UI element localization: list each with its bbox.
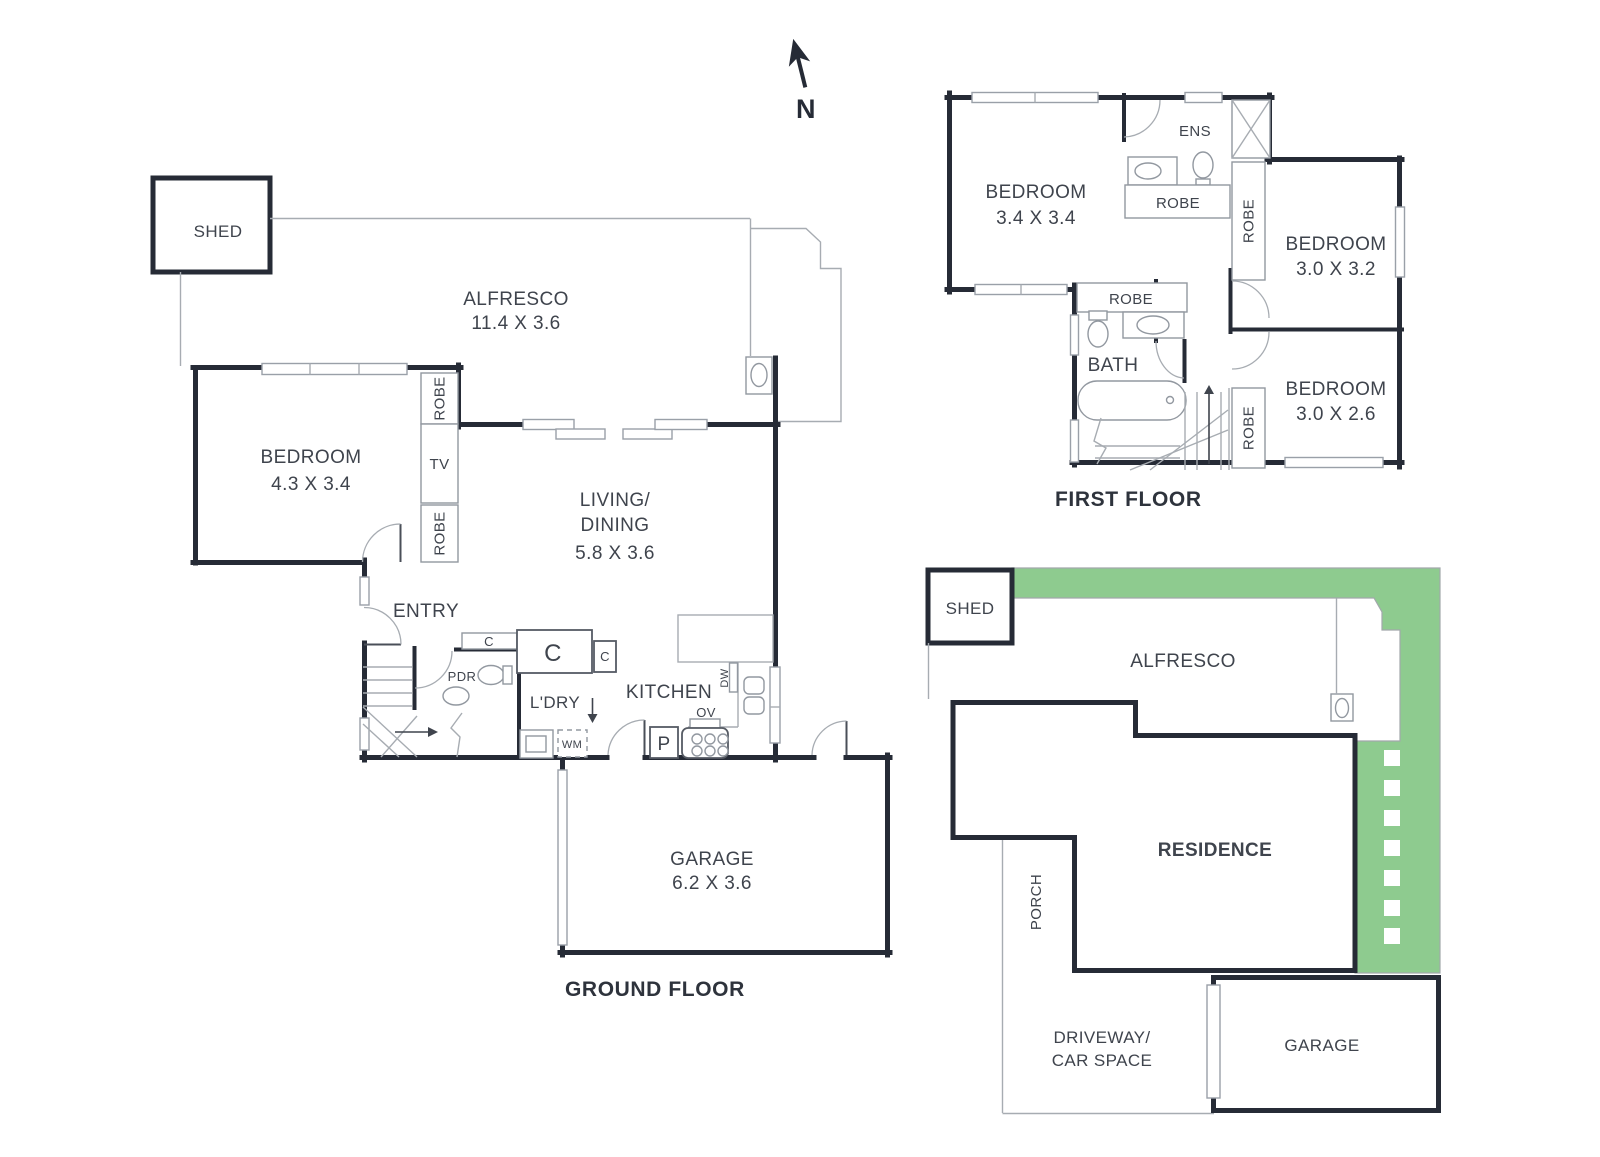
ground-ov-label: OV (696, 705, 716, 720)
ground-living-label2: DINING (581, 515, 650, 536)
first-bed1-dims: 3.4 X 3.4 (996, 208, 1076, 229)
ground-stairs (362, 666, 463, 758)
ground-garage-label: GARAGE (670, 849, 754, 870)
ground-bedroom-label: BEDROOM (261, 447, 362, 468)
ground-alfresco-label: ALFRESCO (463, 289, 569, 310)
site-driveway-label1: DRIVEWAY/ (1053, 1028, 1150, 1047)
ground-robe-bottom-label: ROBE (432, 511, 449, 555)
ground-shed-label: SHED (194, 222, 243, 241)
first-walls (944, 90, 1405, 470)
first-bath-robe-label: ROBE (1109, 291, 1153, 308)
ground-hall-door-arc (607, 719, 645, 756)
ground-floor-plan: SHED ALFRESCO 11.4 X 3.6 (150, 175, 893, 1001)
first-robe3-label: ROBE (1241, 406, 1258, 450)
north-arrow-icon (788, 38, 811, 88)
first-bed3-door-arc (1231, 331, 1270, 370)
ground-living-dims: 5.8 X 3.6 (575, 543, 655, 564)
north-label: N (796, 94, 816, 124)
north-arrow: N (788, 38, 816, 124)
first-stairs-arrowhead (1204, 385, 1214, 394)
site-garage-door (1206, 984, 1221, 1099)
first-stairs (1093, 388, 1230, 471)
ground-c-large-label: C (544, 640, 562, 667)
first-bed1-label: BEDROOM (986, 182, 1087, 203)
site-garden-pavers (1384, 750, 1400, 944)
ground-c-right-label: C (600, 649, 610, 664)
site-alfresco-label: ALFRESCO (1130, 651, 1236, 672)
first-ens-label: ENS (1179, 123, 1211, 140)
ground-alfresco-dims: 11.4 X 3.6 (471, 313, 560, 334)
first-bed2-door-arc (1231, 280, 1270, 319)
first-ens-robe-label: ROBE (1156, 195, 1200, 212)
site-plan: SHED ALFRESCO RESIDENCE PORCH DRIVEWAY/ … (925, 567, 1441, 1115)
ground-pdr-area: PDR C C C (412, 629, 617, 760)
first-robes: ROBE ROBE (1231, 161, 1266, 469)
ground-garage-dims: 6.2 X 3.6 (672, 873, 752, 894)
first-ensuite: ENS ROBE (1123, 99, 1231, 219)
ground-dw-label: DW (719, 668, 731, 687)
ground-pdr-label: PDR (448, 669, 477, 684)
first-linen-cupboard (1231, 99, 1271, 159)
ground-windows (261, 362, 781, 946)
site-driveway-label2: CAR SPACE (1052, 1051, 1153, 1070)
ground-ldry-label: L'DRY (530, 693, 580, 712)
ground-robe-top-label: ROBE (432, 376, 449, 420)
ground-bbq-burner (750, 362, 768, 388)
ground-bedroom-dims: 4.3 X 3.4 (271, 474, 351, 495)
first-floor-title: FIRST FLOOR (1055, 488, 1202, 511)
ground-alfresco-outline (179, 217, 842, 423)
ground-c-top-label: C (484, 634, 494, 649)
ground-robe-column: ROBE TV ROBE (420, 372, 459, 563)
first-robe2-label: ROBE (1241, 199, 1258, 243)
ground-shed (150, 175, 273, 275)
ground-living-label1: LIVING/ (580, 490, 651, 511)
ground-pantry-label: P (657, 734, 670, 755)
first-bath: ROBE BATH (1076, 282, 1188, 421)
first-bed3-dims: 3.0 X 2.6 (1296, 404, 1376, 425)
ground-entry-label: ENTRY (393, 601, 459, 622)
ground-bedroom-door-arc (361, 523, 401, 563)
ground-laundry: WM L'DRY (519, 693, 598, 759)
first-bath-label: BATH (1088, 355, 1139, 376)
ground-entry-door-arc (363, 606, 402, 645)
site-garage-label: GARAGE (1284, 1036, 1359, 1055)
ground-kitchen: KITCHEN DW OV P (626, 614, 774, 759)
first-bed2-dims: 3.0 X 3.2 (1296, 259, 1376, 280)
ground-stairs-arrowhead (428, 727, 438, 737)
ground-tv-label: TV (430, 456, 450, 473)
site-porch-label: PORCH (1028, 874, 1045, 930)
first-bed3-label: BEDROOM (1286, 379, 1387, 400)
ground-kitchen-label: KITCHEN (626, 682, 712, 703)
ground-rear-door-arc (811, 720, 847, 756)
ground-floor-title: GROUND FLOOR (565, 978, 745, 1001)
site-shed-label: SHED (946, 599, 995, 618)
site-residence-outline (950, 700, 1358, 973)
first-windows (971, 91, 1406, 469)
first-floor-plan: ENS ROBE ROBE ROBE ROBE BATH (944, 90, 1406, 511)
first-bed2-label: BEDROOM (1286, 234, 1387, 255)
site-shed (925, 567, 1015, 646)
ground-wm-label: WM (562, 739, 582, 751)
site-bbq-burner (1334, 697, 1350, 719)
site-residence-label: RESIDENCE (1158, 840, 1272, 861)
